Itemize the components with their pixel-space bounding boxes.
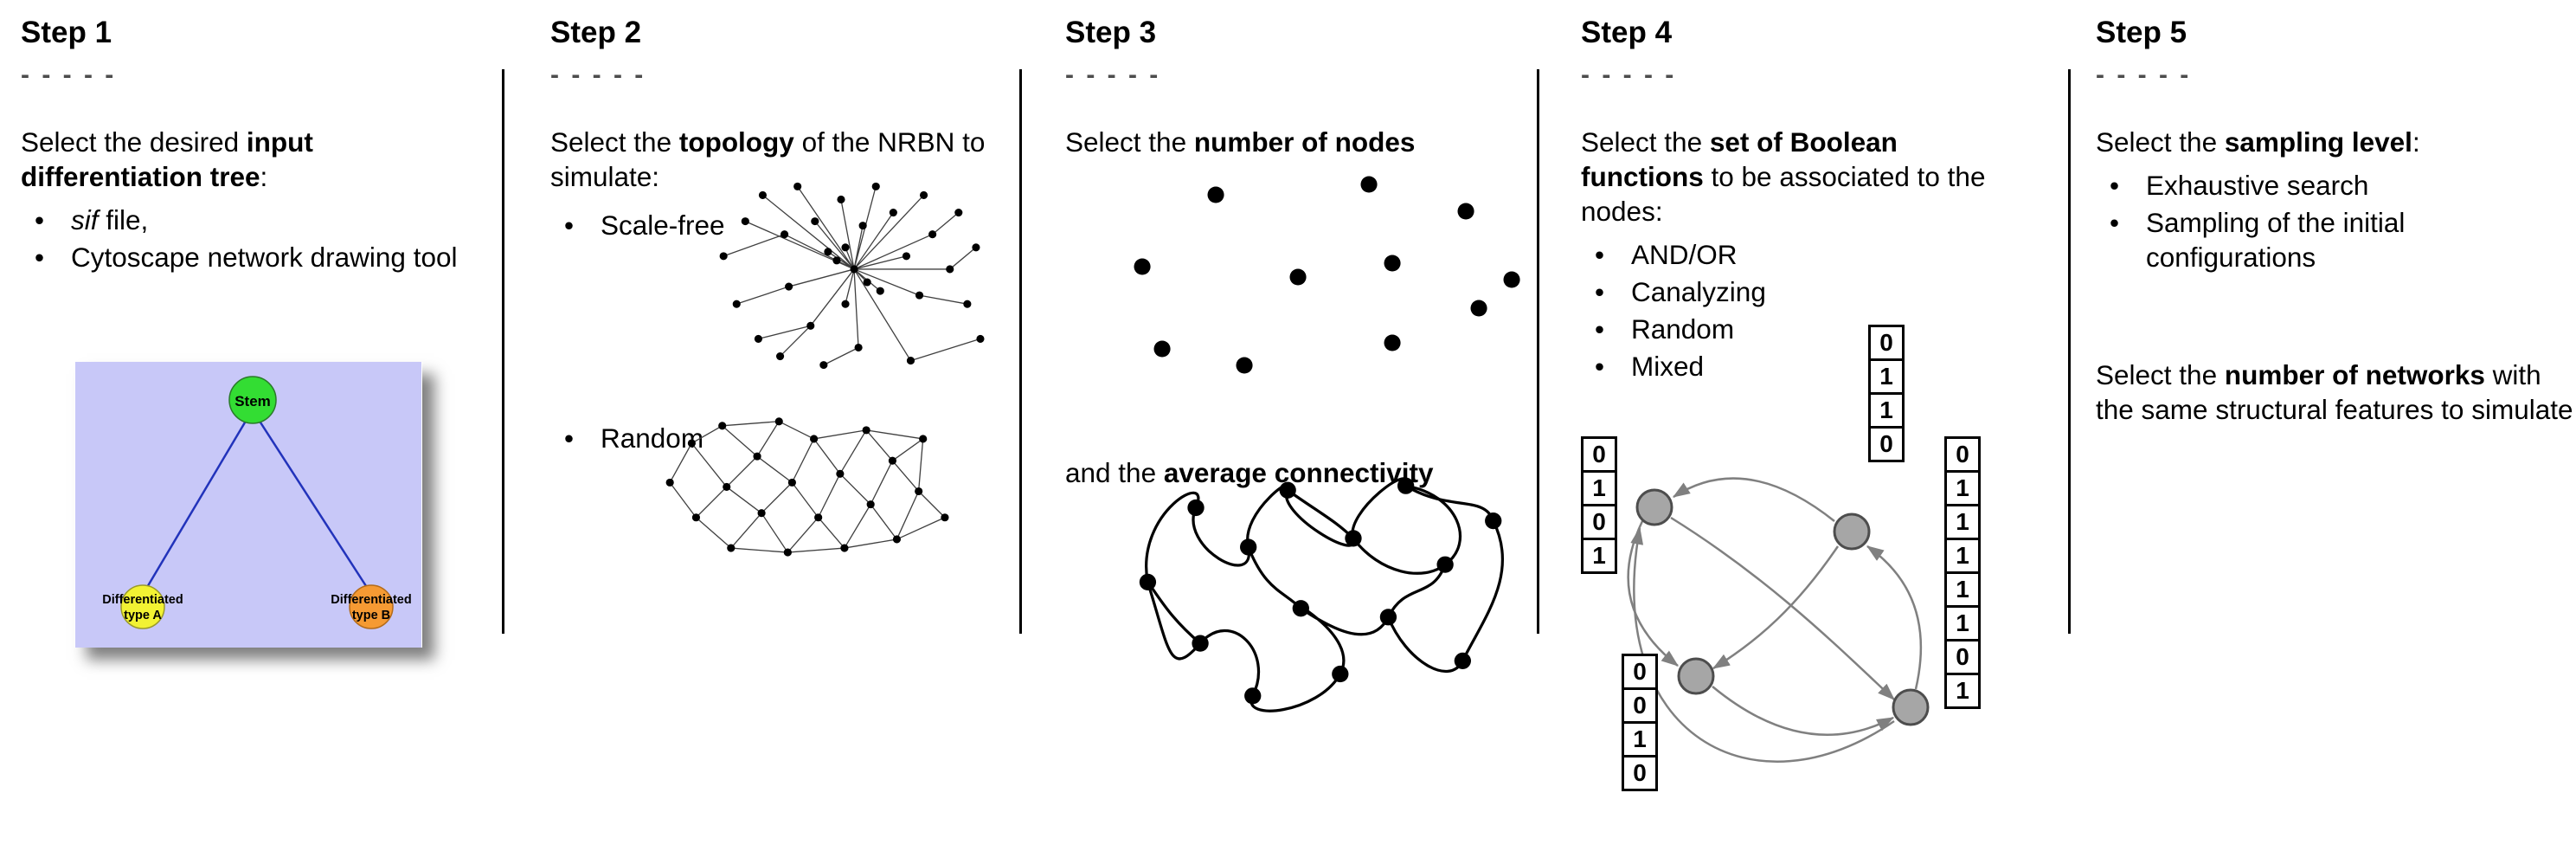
step-3-line1: Select the number of nodes xyxy=(1065,126,1416,158)
bullet-sif-file: sif file, xyxy=(21,203,462,237)
step-2-panel: Step 2 - - - - - Select the topology of … xyxy=(550,16,1000,838)
scale-free-network-dots xyxy=(719,182,985,370)
divider-1 xyxy=(502,69,504,634)
step-4-panel: Step 4 - - - - - Select the set of Boole… xyxy=(1581,16,2048,851)
truth-table-cell: 1 xyxy=(1944,673,1981,709)
truth-table-cell: 1 xyxy=(1944,571,1981,608)
truth-table-cell: 1 xyxy=(1868,358,1905,395)
truth-table-cell: 0 xyxy=(1868,426,1905,462)
truth-table-cell: 1 xyxy=(1868,392,1905,429)
step-3-title: Step 3 xyxy=(1065,16,1157,49)
tangle-dots xyxy=(1139,477,1502,705)
step-1-intro: Select the desired input differentiation… xyxy=(21,126,313,193)
truth-table-cell: 1 xyxy=(1944,538,1981,574)
type-a-label-line1: Differentiated xyxy=(102,593,183,607)
random-network-dots xyxy=(665,417,949,557)
truth-table-cell: 1 xyxy=(1581,538,1617,574)
truth-table-cell: 1 xyxy=(1581,470,1617,506)
step-5-second-paragraph: Select the number of networks with the s… xyxy=(2096,359,2573,426)
step-4-bullet-list: AND/ORCanalyzingRandomMixed xyxy=(1581,237,1866,384)
step-5-panel: Step 5 - - - - - Select the sampling lev… xyxy=(2096,16,2573,427)
step-4-dashes: - - - - - xyxy=(1581,61,1677,90)
gene-node-2 xyxy=(1833,513,1871,551)
truth-table-cell: 1 xyxy=(1944,470,1981,506)
connectivity-tangle-graphic xyxy=(1139,477,1504,712)
step-1-title: Step 1 xyxy=(21,16,112,49)
scatter-dots xyxy=(1134,176,1520,374)
bullet-item: Random xyxy=(1581,312,1866,346)
bullet-random: Random xyxy=(550,421,703,455)
type-b-label-line2: type B xyxy=(352,609,390,622)
stem-node-label: Stem xyxy=(234,393,271,409)
step-2-dashes: - - - - - xyxy=(550,61,646,90)
bullet-item: Canalyzing xyxy=(1581,274,1866,309)
scale-free-network-graphic xyxy=(719,182,985,370)
type-a-node xyxy=(120,584,165,629)
step-5-title: Step 5 xyxy=(2096,16,2187,49)
random-network-graphic xyxy=(665,417,949,557)
truth-table-cell: 1 xyxy=(1622,721,1658,758)
type-b-node xyxy=(349,584,394,629)
boolean-network-nodes xyxy=(1635,488,1930,726)
truth-table-cell: 0 xyxy=(1581,436,1617,473)
stem-node xyxy=(228,376,277,424)
type-b-label-line1: Differentiated xyxy=(331,593,411,607)
gene-node-4 xyxy=(1892,688,1930,726)
random-network-edges xyxy=(669,421,946,553)
divider-2 xyxy=(1019,69,1022,634)
step-3-dashes: - - - - - xyxy=(1065,61,1161,90)
bullet-item: Exhaustive search xyxy=(2096,168,2573,203)
step-1-bullet-list: sif file, Cytoscape network drawing tool xyxy=(21,203,462,274)
step-5-intro: Select the sampling level: xyxy=(2096,126,2420,158)
truth-table-cell: 0 xyxy=(1581,504,1617,540)
type-a-label-line2: type A xyxy=(124,609,162,622)
boolean-network-graph xyxy=(1627,477,1930,763)
truth-table-cell: 0 xyxy=(1622,687,1658,724)
bullet-scale-free: Scale-free xyxy=(550,208,1000,242)
bullet-item: Mixed xyxy=(1581,349,1866,384)
truth-table-cell: 0 xyxy=(1622,755,1658,791)
divider-4 xyxy=(2068,69,2071,634)
bullet-item: Sampling of the initial configurations xyxy=(2096,205,2573,274)
step-4-title: Step 4 xyxy=(1581,16,1673,49)
truth-table-cell: 0 xyxy=(1944,436,1981,473)
truth-table-cell: 1 xyxy=(1944,605,1981,641)
step-1-panel: Step 1 - - - - - Select the desired inpu… xyxy=(21,16,462,648)
step-3-line2: and the average connectivity xyxy=(1065,457,1434,488)
step-3-panel: Step 3 - - - - - Select the number of no… xyxy=(1065,16,1532,838)
boolean-network-arrows xyxy=(1627,477,1923,763)
gene-node-3 xyxy=(1677,657,1715,695)
step-2-title: Step 2 xyxy=(550,16,642,49)
step-5-dashes: - - - - - xyxy=(2096,61,2192,90)
step-2-intro: Select the topology of the NRBN to simul… xyxy=(550,126,986,193)
bullet-cytoscape: Cytoscape network drawing tool xyxy=(21,240,462,274)
truth-table-cell: 0 xyxy=(1944,639,1981,675)
nodes-scatter-graphic xyxy=(1134,176,1520,374)
differentiation-tree-image: Stem Differentiated type A Differentiate… xyxy=(74,362,422,648)
step-5-bullet-list: Exhaustive searchSampling of the initial… xyxy=(2096,168,2573,274)
gene-node-1 xyxy=(1635,488,1673,526)
bullet-item: AND/OR xyxy=(1581,237,1866,272)
truth-table-cell: 0 xyxy=(1868,325,1905,361)
truth-table-cell: 1 xyxy=(1944,504,1981,540)
divider-3 xyxy=(1537,69,1539,634)
truth-table-cell: 0 xyxy=(1622,654,1658,690)
differentiation-tree-svg: Stem Differentiated type A Differentiate… xyxy=(75,362,421,648)
step-4-intro: Select the set of Boolean functions to b… xyxy=(1581,126,1986,228)
tree-edge-left xyxy=(145,422,247,590)
step-1-dashes: - - - - - xyxy=(21,61,117,90)
tree-edge-right xyxy=(259,422,369,590)
scale-free-network-edges xyxy=(723,185,981,366)
